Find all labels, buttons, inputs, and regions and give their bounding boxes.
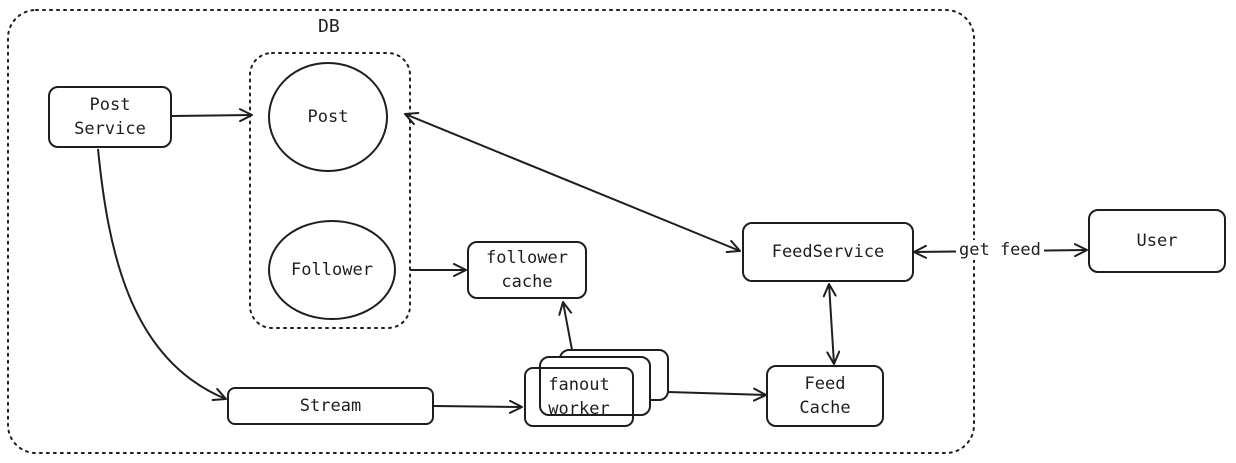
post-db-label: Post bbox=[307, 107, 349, 127]
follower-db-label: Follower bbox=[291, 260, 373, 280]
stream-node[interactable]: Stream bbox=[227, 387, 434, 425]
arrow-postservice-to-stream bbox=[97, 148, 227, 402]
arrow-post-feedservice bbox=[404, 111, 741, 254]
feed-service-node[interactable]: FeedService bbox=[742, 222, 914, 282]
arrow-postservice-to-post bbox=[171, 108, 253, 123]
post-db-node[interactable]: Post bbox=[268, 62, 388, 172]
fanout-worker-node[interactable]: fanout worker bbox=[524, 367, 634, 427]
fanout-worker-label-line-1: fanout bbox=[548, 375, 610, 395]
arrow-stream-to-fanout bbox=[433, 399, 523, 414]
feed-cache-label-line-1: Feed bbox=[804, 374, 846, 394]
follower-cache-label-line-1: follower bbox=[486, 248, 568, 268]
arrow-feedservice-feedcache bbox=[822, 283, 841, 365]
fanout-worker-instance-2 bbox=[539, 356, 651, 416]
follower-cache-node[interactable]: follower cache bbox=[467, 241, 587, 299]
db-group-label: DB bbox=[318, 16, 340, 37]
arrow-fanout-to-followercache bbox=[558, 301, 573, 351]
feed-cache-label-line-2: Cache bbox=[799, 398, 851, 418]
follower-cache-label-line-2: cache bbox=[501, 272, 553, 292]
feed-service-label: FeedService bbox=[771, 242, 885, 262]
follower-db-node[interactable]: Follower bbox=[268, 220, 396, 320]
user-label: User bbox=[1136, 231, 1178, 251]
fanout-worker-label-line-2: worker bbox=[548, 399, 610, 419]
system-boundary bbox=[7, 9, 975, 454]
post-service-node[interactable]: Post Service bbox=[48, 86, 172, 148]
feed-cache-node[interactable]: Feed Cache bbox=[766, 365, 884, 427]
post-service-label-line-1: Post bbox=[89, 95, 131, 115]
arrow-fanout-to-feedcache bbox=[667, 387, 767, 402]
stream-label: Stream bbox=[299, 396, 362, 416]
post-service-label-line-2: Service bbox=[74, 119, 146, 139]
get-feed-edge-label: get feed bbox=[956, 240, 1044, 260]
user-node[interactable]: User bbox=[1088, 209, 1226, 273]
